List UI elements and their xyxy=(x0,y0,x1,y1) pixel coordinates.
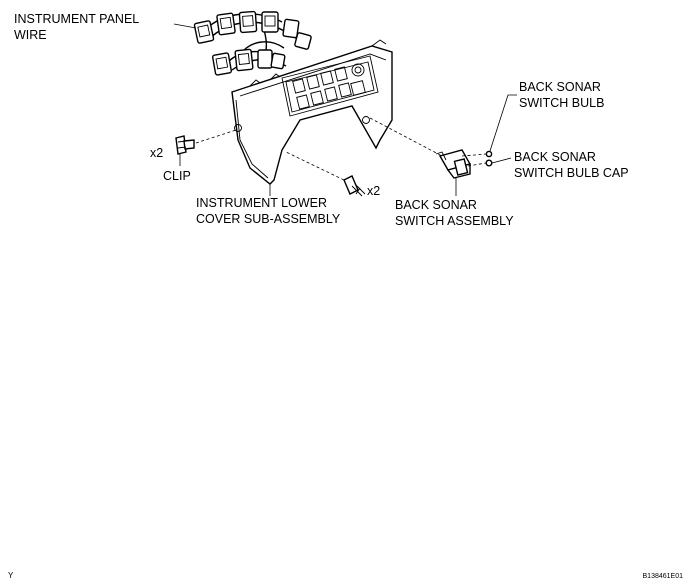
figure-id: B138461E01 xyxy=(643,573,684,580)
clip-quantity-label: x2 xyxy=(150,146,163,160)
cover-label-line1: INSTRUMENT LOWER xyxy=(196,196,327,210)
clip-dashed-guide xyxy=(195,129,237,144)
screw-part xyxy=(343,175,366,197)
instrument-panel-wire xyxy=(193,10,312,76)
screw-quantity-label: x2 xyxy=(367,184,380,198)
bulb-leader xyxy=(489,94,517,152)
back-sonar-switch-bulb xyxy=(485,150,493,158)
cap-leader xyxy=(491,157,512,164)
cap-label-line2: SWITCH BULB CAP xyxy=(514,166,629,180)
bulb-label-line1: BACK SONAR xyxy=(519,80,601,94)
switch-dashed-guide xyxy=(369,117,443,157)
back-sonar-switch-bulb-cap xyxy=(485,159,493,167)
bulb-label-line2: SWITCH BULB xyxy=(519,96,604,110)
cap-label-line1: BACK SONAR xyxy=(514,150,596,164)
clip-part xyxy=(175,135,195,155)
wire-label-line1: INSTRUMENT PANEL xyxy=(14,12,139,26)
footer-left-mark: Y xyxy=(8,571,14,580)
cover-label-line2: COVER SUB-ASSEMBLY xyxy=(196,212,341,226)
clip-label: CLIP xyxy=(163,169,191,183)
switch-label-line1: BACK SONAR xyxy=(395,198,477,212)
screw-dashed-guide xyxy=(285,151,345,181)
back-sonar-switch-assembly xyxy=(435,149,472,179)
switch-label-line2: SWITCH ASSEMBLY xyxy=(395,214,514,228)
bulb-dashed-guide xyxy=(461,153,487,157)
wire-leader xyxy=(173,23,197,29)
wire-label-line2: WIRE xyxy=(14,28,47,42)
instrument-lower-cover xyxy=(231,39,393,185)
